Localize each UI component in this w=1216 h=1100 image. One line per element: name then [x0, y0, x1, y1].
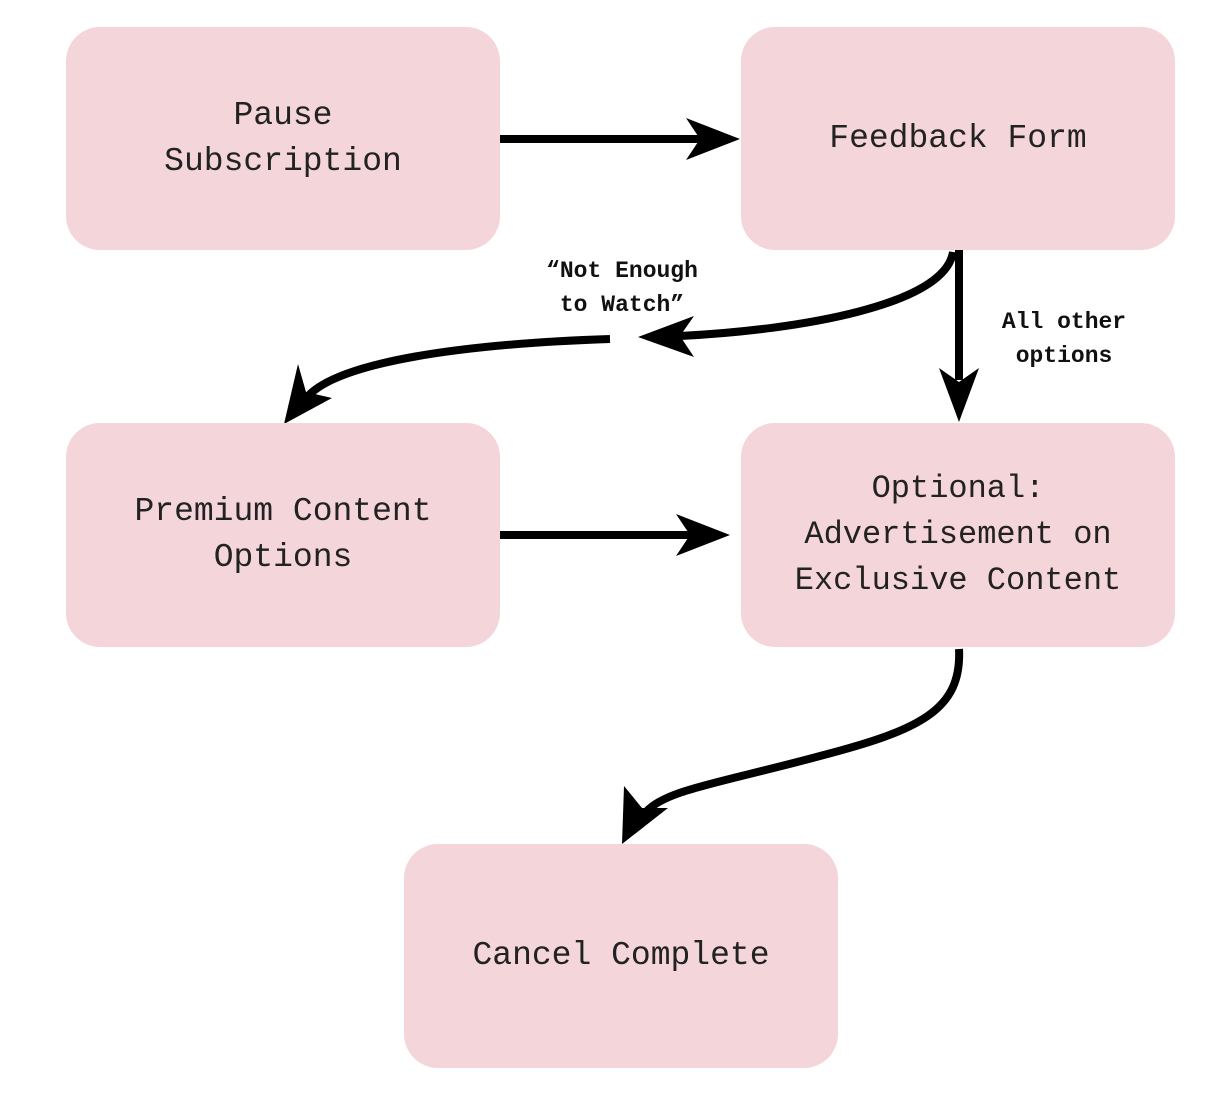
edge-label-all-other: All other options — [1001, 309, 1127, 369]
node-pause-subscription: Pause Subscription — [66, 27, 500, 250]
arrow-pause-to-feedback — [500, 118, 740, 160]
arrow-optional-to-cancel — [622, 648, 964, 844]
node-premium-content-options: Premium Content Options — [66, 423, 500, 647]
arrow-premium-to-optional — [500, 514, 730, 556]
arrow-feedback-to-label — [638, 250, 957, 357]
node-optional-advertisement: Optional: Advertisement on Exclusive Con… — [741, 423, 1175, 647]
arrow-label-to-premium — [284, 335, 611, 424]
node-cancel-complete: Cancel Complete — [404, 844, 838, 1068]
node-feedback-form: Feedback Form — [741, 27, 1175, 250]
edge-label-not-enough: “Not Enough to Watch” — [546, 258, 698, 318]
arrow-feedback-to-optional — [939, 250, 979, 422]
